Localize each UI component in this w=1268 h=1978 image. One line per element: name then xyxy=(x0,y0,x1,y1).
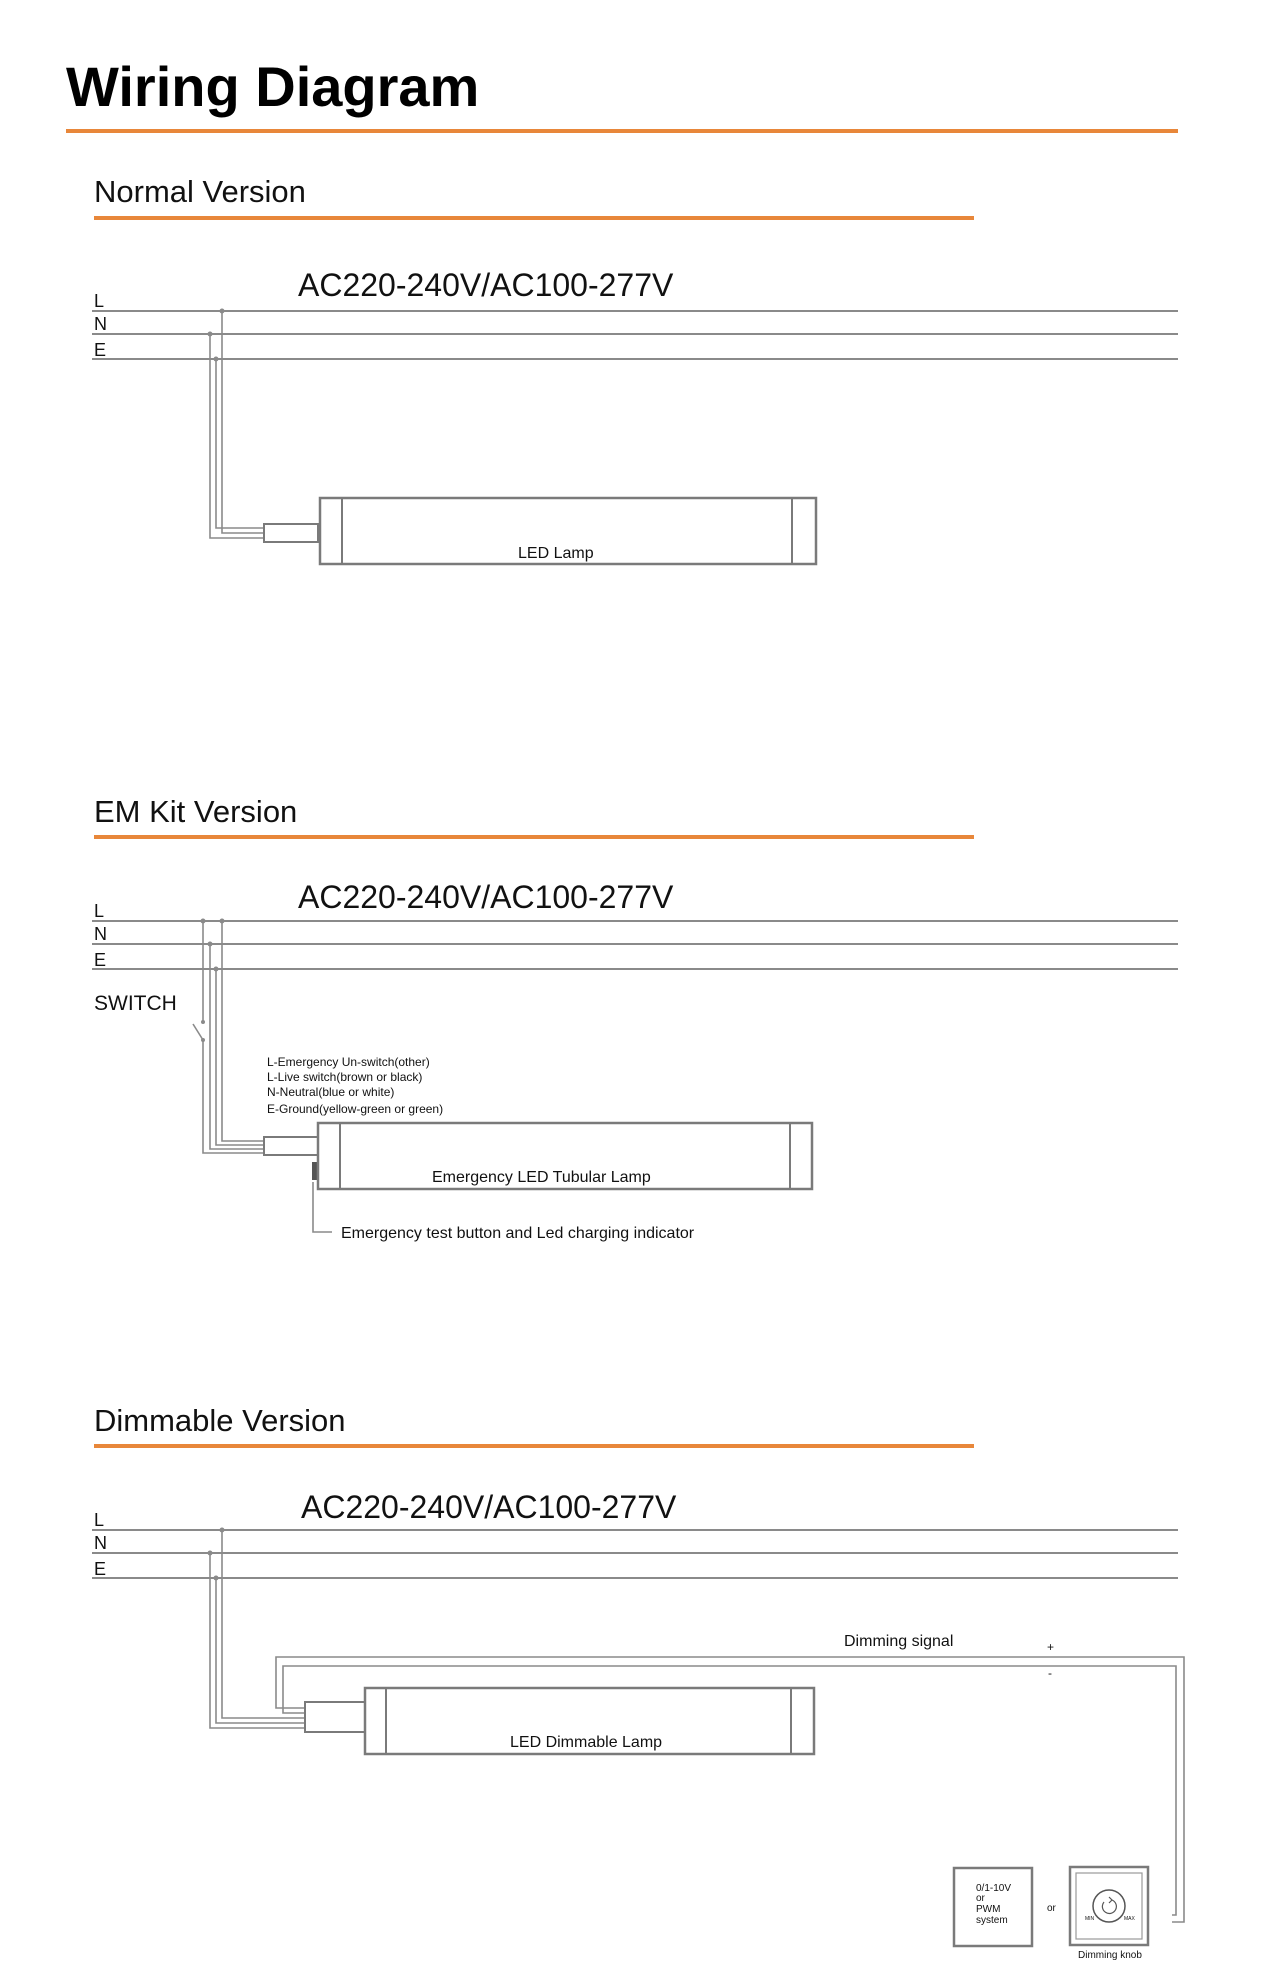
rotate-arrowhead-icon xyxy=(1108,1896,1113,1904)
switch-label: SWITCH xyxy=(94,992,177,1015)
junction-dot xyxy=(207,331,213,337)
junction-dot xyxy=(207,941,213,947)
drop-wire-n xyxy=(209,1553,305,1729)
signal-plus-label: + xyxy=(1047,1640,1054,1654)
control-box-text: system xyxy=(976,1915,1008,1926)
wire-note: E-Ground(yellow-green or green) xyxy=(267,1102,443,1116)
switched-live-wire xyxy=(202,1040,264,1154)
switch-contact xyxy=(201,1038,205,1042)
junction-dot xyxy=(213,356,219,362)
drop-wire-e xyxy=(215,969,264,1146)
dimming-knob-box xyxy=(1068,1865,1150,1947)
lamp-connector xyxy=(263,523,319,543)
drop-wire-e xyxy=(215,359,264,529)
junction-dot xyxy=(213,966,219,972)
lamp-label-emkit: Emergency LED Tubular Lamp xyxy=(432,1169,651,1186)
dimming-signal-label: Dimming signal xyxy=(844,1633,953,1650)
knob-min-label: MIN xyxy=(1085,1916,1095,1922)
control-box-text: or xyxy=(976,1893,986,1904)
control-box-text: PWM xyxy=(976,1904,1000,1915)
signal-minus-label: - xyxy=(1048,1666,1052,1680)
dimming-signal-wire-plus xyxy=(275,1656,1185,1923)
drop-wire-e xyxy=(215,1578,305,1724)
emergency-lamp-body xyxy=(316,1121,814,1191)
bus-label-n: N xyxy=(94,314,107,334)
dimming-signal-wire-minus xyxy=(282,1665,1177,1916)
dimming-knob-dial xyxy=(1092,1889,1126,1923)
bus-label-n: N xyxy=(94,924,107,944)
led-lamp-body xyxy=(318,496,818,566)
voltage-label-dimmable: AC220-240V/AC100-277V xyxy=(301,1489,677,1525)
junction-dot xyxy=(219,308,225,314)
wire-note: L-Live switch(brown or black) xyxy=(267,1070,422,1084)
voltage-label-emkit: AC220-240V/AC100-277V xyxy=(298,879,674,915)
drop-wire-l xyxy=(221,311,264,534)
junction-dot xyxy=(200,918,206,924)
bus-label-l: L xyxy=(94,1510,104,1530)
rotate-arrow-icon xyxy=(1101,1899,1117,1915)
dimmable-version-section: Dimmable Version AC220-240V/AC100-277V L… xyxy=(92,1403,1185,1961)
bus-label-e: E xyxy=(94,340,106,360)
test-note: Emergency test button and Led charging i… xyxy=(341,1225,695,1242)
voltage-label-normal: AC220-240V/AC100-277V xyxy=(298,267,674,303)
lamp-label-dimmable: LED Dimmable Lamp xyxy=(510,1734,662,1751)
or-label: or xyxy=(1047,1903,1057,1914)
dimming-knob-plate xyxy=(1075,1872,1143,1940)
bus-label-e: E xyxy=(94,950,106,970)
emkit-version-section: EM Kit Version AC220-240V/AC100-277V L N… xyxy=(92,794,1178,1242)
wire-note: N-Neutral(blue or white) xyxy=(267,1085,394,1099)
switch-contact xyxy=(201,1020,205,1024)
drop-wire-l xyxy=(221,1530,305,1719)
knob-max-label: MAX xyxy=(1124,1916,1136,1922)
control-box-text: 0/1-10V xyxy=(976,1883,1011,1894)
lamp-label-normal: LED Lamp xyxy=(518,545,594,562)
switch-symbol xyxy=(192,1023,204,1041)
dimming-knob-label: Dimming knob xyxy=(1078,1950,1142,1961)
dimmable-lamp-body xyxy=(363,1686,816,1756)
test-button-indicator xyxy=(312,1162,318,1180)
section-heading-emkit: EM Kit Version xyxy=(94,794,297,829)
unswitched-live-wire xyxy=(221,921,264,1142)
drop-wire-n xyxy=(209,334,264,539)
junction-dot xyxy=(207,1550,213,1556)
control-system-box xyxy=(952,1866,1034,1948)
bus-label-l: L xyxy=(94,901,104,921)
section-heading-normal: Normal Version xyxy=(94,174,306,209)
section-heading-dimmable: Dimmable Version xyxy=(94,1403,346,1438)
lamp-connector xyxy=(304,1701,366,1733)
bus-label-l: L xyxy=(94,291,104,311)
test-note-leader xyxy=(312,1182,332,1233)
wire-note: L-Emergency Un-switch(other) xyxy=(267,1055,430,1069)
drop-wire-n xyxy=(209,944,264,1150)
bus-label-e: E xyxy=(94,1559,106,1579)
bus-label-n: N xyxy=(94,1533,107,1553)
page-title: Wiring Diagram xyxy=(66,55,479,118)
normal-version-section: Normal Version AC220-240V/AC100-277V L N… xyxy=(92,174,1178,566)
junction-dot xyxy=(219,918,225,924)
junction-dot xyxy=(213,1575,219,1581)
junction-dot xyxy=(219,1527,225,1533)
lamp-connector xyxy=(263,1136,319,1156)
